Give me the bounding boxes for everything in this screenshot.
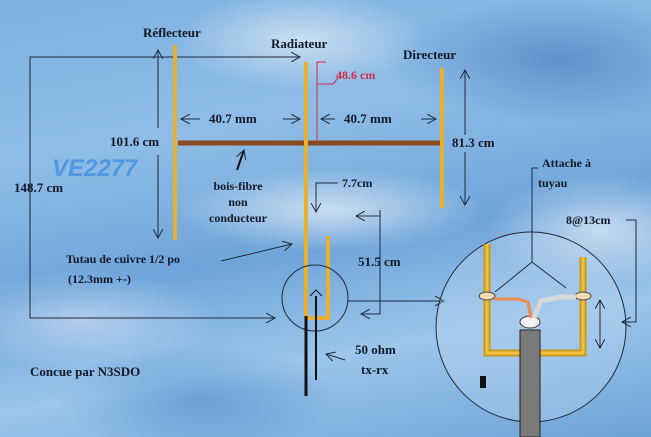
right-clamp bbox=[574, 291, 592, 301]
center-wire bbox=[494, 297, 533, 319]
tubing-line2: (12.3mm +-) bbox=[68, 272, 131, 286]
pipe-clamp-line2: tuyau bbox=[538, 176, 568, 190]
clamp-adjust-dimension: 8@13cm bbox=[566, 213, 637, 322]
feed-segment-dimension: 51.5 cm bbox=[356, 210, 401, 314]
boom-material-line2: non bbox=[228, 195, 248, 209]
boom-material-line1: bois-fibre bbox=[213, 179, 263, 193]
feed-tab bbox=[480, 376, 486, 388]
shield-braid bbox=[531, 294, 576, 319]
clamp-adjust-arrow bbox=[622, 219, 637, 322]
tubing-annotation: Tutau de cuivre 1/2 po (12.3mm +-) bbox=[66, 244, 292, 286]
gap-label: 7.7cm bbox=[342, 176, 372, 190]
radiator-label: Radiateur bbox=[271, 36, 328, 51]
radiator-top-label: 48.6 cm bbox=[336, 68, 375, 82]
radiator-top-dimension: 48.6 cm bbox=[316, 61, 375, 140]
overall-height-label: 148.7 cm bbox=[14, 180, 63, 195]
tubing-line1: Tutau de cuivre 1/2 po bbox=[66, 252, 180, 266]
pipe-clamp-line1: Attache à bbox=[542, 156, 591, 170]
clamp-leader-left bbox=[494, 261, 533, 293]
tubing-pointer-arrow bbox=[220, 244, 292, 262]
watermark-text: VE2277 bbox=[52, 155, 139, 182]
feedline-line1: 50 ohm bbox=[355, 342, 396, 357]
boom-material-annotation: bois-fibre non conducteur bbox=[209, 150, 268, 225]
overall-height-line bbox=[29, 56, 275, 318]
feedline-line2: tx-rx bbox=[361, 362, 389, 377]
clamp-leader-right bbox=[531, 261, 567, 289]
spacing-left-dimension: 40.7 mm bbox=[181, 111, 300, 126]
credit-text: Concue par N3SDO bbox=[30, 364, 140, 379]
clamp-adjust-label: 8@13cm bbox=[566, 213, 610, 227]
spacing-right-dimension: 40.7 mm bbox=[321, 111, 436, 126]
boom-material-line3: conducteur bbox=[209, 211, 268, 225]
feed-top-arrow bbox=[356, 210, 381, 216]
left-clamp bbox=[478, 291, 496, 301]
reflector-length-dimension: 101.6 cm bbox=[110, 50, 159, 238]
mast bbox=[519, 329, 541, 437]
gap-dimension: 7.7cm bbox=[316, 176, 372, 212]
feed-bottom-arrow bbox=[361, 312, 381, 314]
feed-segment-label: 51.5 cm bbox=[358, 254, 401, 269]
feedline-pointer-arrow bbox=[326, 354, 346, 360]
director-length-label: 81.3 cm bbox=[452, 135, 495, 150]
spacing-right-label: 40.7 mm bbox=[344, 111, 392, 126]
red-dim-leader bbox=[317, 77, 339, 85]
gap-arrow bbox=[316, 182, 338, 212]
coax-split bbox=[309, 289, 323, 297]
reflector-label: Réflecteur bbox=[143, 25, 201, 40]
boom-pointer-arrow bbox=[236, 150, 244, 171]
spacing-left-label: 40.7 mm bbox=[209, 111, 257, 126]
feed-detail-enlarged bbox=[435, 167, 627, 437]
director-label: Directeur bbox=[403, 47, 456, 62]
coax-feedline: 50 ohm tx-rx bbox=[304, 289, 396, 396]
reflector-length-label: 101.6 cm bbox=[110, 134, 159, 149]
overall-height-dimension: 148.7 cm bbox=[14, 57, 300, 318]
director-length-dimension: 81.3 cm bbox=[452, 70, 495, 205]
